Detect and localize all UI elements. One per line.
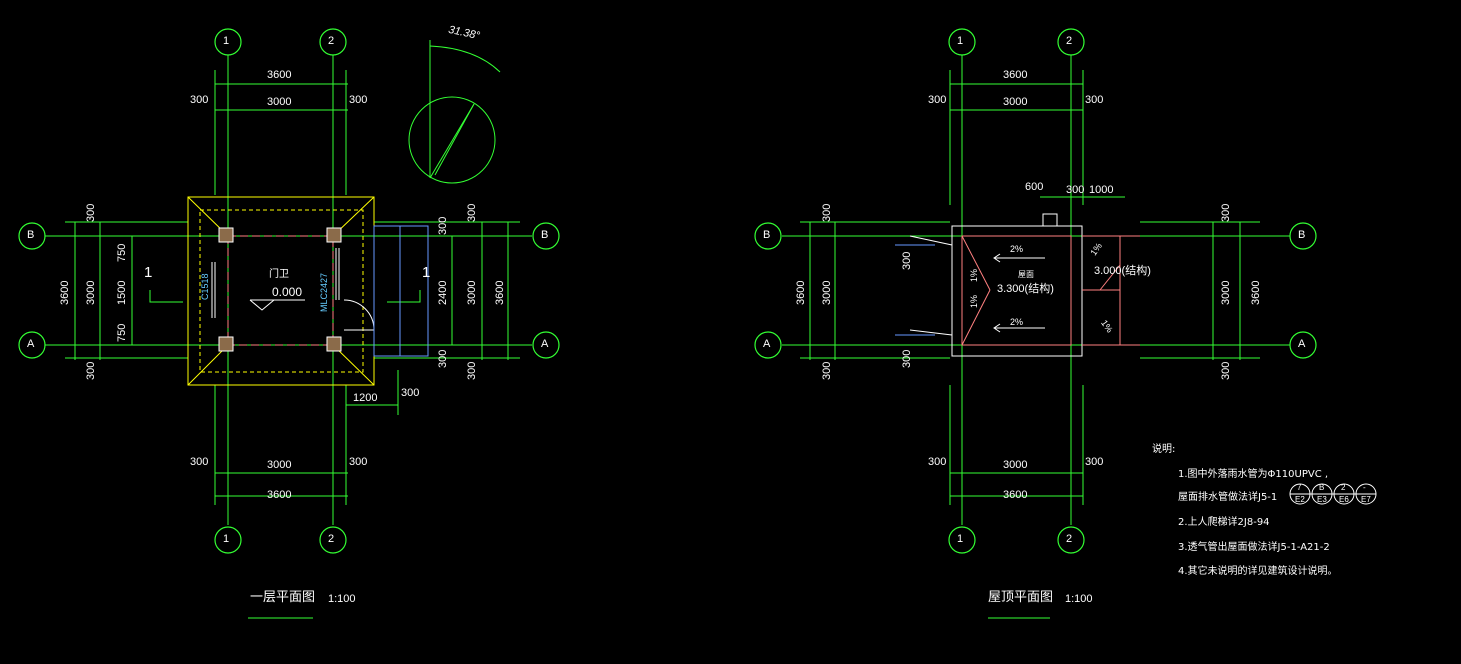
note-symbol-2-top: B: [1319, 483, 1325, 492]
plan1-section-left: 1: [144, 264, 153, 281]
plan2-dim-bottom-right: 300: [1085, 456, 1104, 468]
plan2-axis-1-top: 1: [957, 35, 964, 47]
plan1-dim-seg-mid: 1500: [116, 280, 128, 305]
plan2-axis-2-bottom: 2: [1066, 533, 1073, 545]
plan2-dim-right-bottom: 300: [1220, 361, 1232, 380]
plan1-dim-step-offset: 300: [401, 387, 420, 399]
notes-heading: 说明:: [1152, 444, 1176, 455]
plan2-axis-b-left: B: [763, 229, 771, 241]
plan1-room-label: 门卫: [269, 269, 289, 280]
plan2-dim-top-c: 1000: [1089, 184, 1114, 196]
plan2-dim-left-top: 300: [821, 203, 833, 222]
plan1-dim-bottom-right: 300: [349, 456, 368, 468]
plan2-title: 屋顶平面图: [988, 589, 1054, 604]
plan1-dim-seg-bottom: 750: [116, 323, 128, 342]
plan2-dim-side-right: 300: [1085, 94, 1104, 106]
notes-line1: 1.图中外落雨水管为Φ110UPVC ,: [1178, 469, 1329, 480]
plan2-dim-right-inner: 3000: [1220, 280, 1232, 305]
plan1-dim-right-inner: 3000: [466, 280, 478, 305]
plan1-dim-right-mid-bottom: 300: [437, 349, 449, 368]
plan2-axis-1-bottom: 1: [957, 533, 964, 545]
plan1-axis-a-right: A: [541, 338, 549, 350]
plan1-axis-a-left: A: [27, 338, 35, 350]
plan1-level: 0.000: [272, 285, 303, 299]
plan1-grid-lines: [45, 40, 532, 525]
plan2-dim-bottom-total: 3600: [1003, 489, 1028, 501]
plan1-dim-side-right: 300: [349, 94, 368, 106]
note-symbol-3-top: 2: [1341, 483, 1346, 492]
plan1-dim-top-total: 3600: [267, 69, 292, 81]
plan2-slope-top: 2%: [1010, 244, 1024, 254]
plan2-dim-left-mid-top: 300: [901, 251, 913, 270]
plan2-level-side: 3.000(结构): [1094, 265, 1151, 277]
plan1-dim-bottom-inner: 3000: [267, 459, 292, 471]
plan1-door-code: MLC2427: [319, 272, 329, 312]
note-symbol-2-bottom: E3: [1317, 495, 1327, 504]
plan1-dim-right-outer: 3600: [494, 280, 506, 305]
plan1-dim-left-inner: 3000: [85, 280, 97, 305]
plan2-dim-left-inner: 3000: [821, 280, 833, 305]
plan1-dim-top-inner: 3000: [267, 96, 292, 108]
plan2-axis-bubbles: [754, 28, 1317, 554]
plan2-dim-top-inner: 3000: [1003, 96, 1028, 108]
plan2-slope-left1: 1%: [969, 268, 979, 282]
plan1-building: [187, 196, 429, 386]
plan2-axis-2-top: 2: [1066, 35, 1073, 47]
plan1-dim-bottom-total: 3600: [267, 489, 292, 501]
plan2-dim-left-bottom: 300: [821, 361, 833, 380]
plan1-axis-2-top: 2: [328, 35, 335, 47]
plan2-dim-bottom-left: 300: [928, 456, 947, 468]
plan1-axis-1-top: 1: [223, 35, 230, 47]
plan1-section-right: 1: [422, 264, 431, 281]
plan1-axis-1-bottom: 1: [223, 533, 230, 545]
plan1-axis-b-left: B: [27, 229, 35, 241]
notes-line2: 屋面排水管做法详J5-1: [1178, 492, 1278, 503]
note-symbols: [1289, 483, 1377, 505]
plan1-dim-step-width: 1200: [353, 392, 378, 404]
plan2-dim-right-top: 300: [1220, 203, 1232, 222]
plan1-title: 一层平面图: [250, 589, 316, 604]
plan1-dim-right-bottom: 300: [466, 361, 478, 380]
plan1-dim-seg-top: 750: [116, 243, 128, 262]
plan2-roof-word: 屋面: [1018, 270, 1034, 279]
plan2-level-main: 3.300(结构): [997, 283, 1054, 295]
plan1-dim-side-left: 300: [190, 94, 209, 106]
plan1-dim-right-mid-top: 300: [437, 216, 449, 235]
note-symbol-4-bottom: E7: [1361, 495, 1371, 504]
note-symbol-1-top: 7: [1297, 483, 1302, 492]
plan2-dim-left-mid-bottom: 300: [901, 349, 913, 368]
plan2-axis-a-left: A: [763, 338, 771, 350]
plan1-dim-right-mid: 2400: [437, 280, 449, 305]
plan2-slope-bottom: 2%: [1010, 317, 1024, 327]
notes-line4: 3.透气管出屋面做法详J5-1-A21-2: [1178, 542, 1330, 553]
plan1-dim-left-bottom: 300: [85, 361, 97, 380]
plan1-scale: 1:100: [328, 593, 356, 605]
notes-line5: 4.其它未说明的详见建筑设计说明。: [1178, 566, 1338, 577]
plan2-slope-left2: 1%: [969, 294, 979, 308]
plan1-dim-bottom-left: 300: [190, 456, 209, 468]
plan2-dim-top-b: 300: [1066, 184, 1085, 196]
plan1-dim-right-top: 300: [466, 203, 478, 222]
plan2-dim-left-outer: 3600: [795, 280, 807, 305]
plan2-dim-bottom-inner: 3000: [1003, 459, 1028, 471]
plan2-axis-a-right: A: [1298, 338, 1306, 350]
note-symbol-1-bottom: E2: [1295, 495, 1305, 504]
notes-line3: 2.上人爬梯详2J8-94: [1178, 517, 1270, 528]
plan1-dim-left-top: 300: [85, 203, 97, 222]
plan1-dim-left-outer: 3600: [59, 280, 71, 305]
plan2-dim-side-left: 300: [928, 94, 947, 106]
note-symbol-4-top: -: [1363, 483, 1366, 492]
plan1-axis-bubbles: [18, 28, 560, 554]
plan2-roof: [895, 213, 1140, 357]
plan2-scale: 1:100: [1065, 593, 1093, 605]
plan2-axis-b-right: B: [1298, 229, 1306, 241]
plan2-dim-right-outer: 3600: [1250, 280, 1262, 305]
note-symbol-3-bottom: E6: [1339, 495, 1349, 504]
plan2-dim-top-total: 3600: [1003, 69, 1028, 81]
plan1-window-code: C1518: [200, 273, 210, 300]
plan1-axis-2-bottom: 2: [328, 533, 335, 545]
plan1-axis-b-right: B: [541, 229, 549, 241]
plan2-dim-top-a: 600: [1025, 181, 1044, 193]
